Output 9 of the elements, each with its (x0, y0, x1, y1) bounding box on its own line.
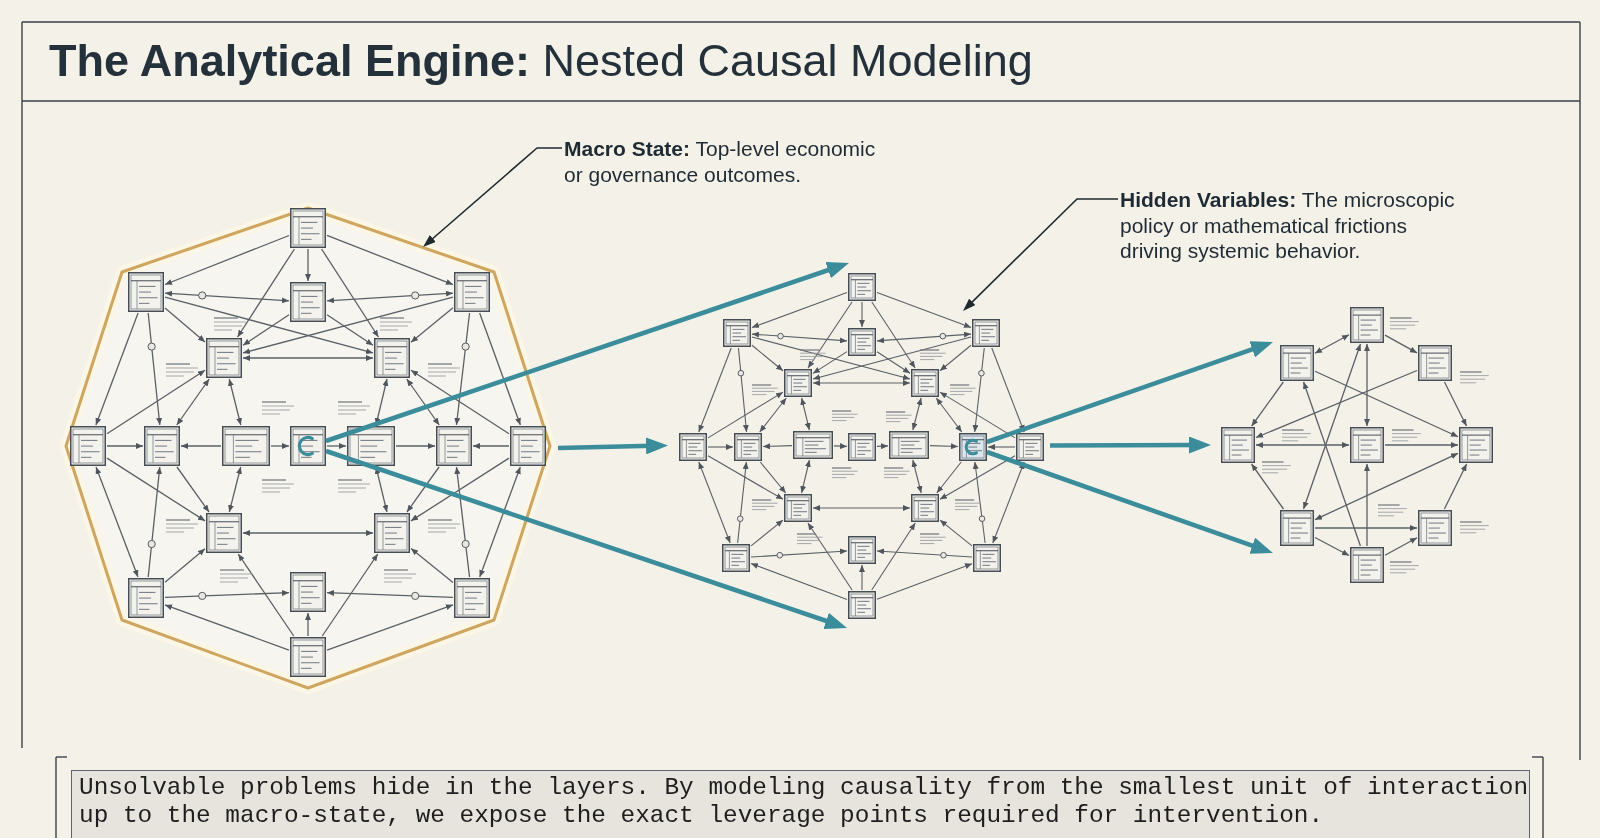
caption: Unsolvable problems hide in the layers. By modeling causality from the smallest unit of interaction up to the macro-state, we expose the exact leverage points required for intervention. (71, 770, 1530, 838)
leader-line (965, 198, 1119, 309)
arrow (1050, 436, 1208, 454)
arrow (557, 437, 665, 455)
title: The Analytical Engine: Nested Causal Modeling (49, 35, 1033, 87)
callout-text: Macro State: Top-level economic or governance outcomes. (564, 136, 889, 187)
arrow (986, 340, 1270, 445)
callout-text: Hidden Variables: The microscopic policy or mathematical frictions driving systemic behavior. (1120, 187, 1465, 264)
arrow (986, 449, 1270, 555)
